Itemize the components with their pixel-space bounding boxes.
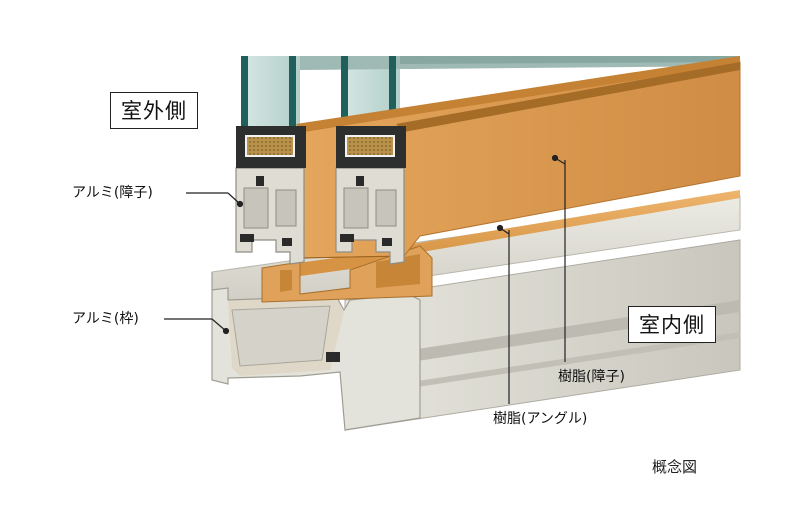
aluminum-frame — [211, 195, 741, 431]
resin-angle-label: 樹脂(アングル) — [493, 411, 588, 427]
leader-lines — [164, 154, 566, 404]
alu-frame-label: アルミ(枠) — [72, 311, 139, 327]
indoor-label: 室内側 — [628, 306, 716, 343]
outdoor-label: 室外側 — [110, 92, 198, 129]
alu-mullion-label: アルミ(障子) — [72, 185, 153, 201]
concept-diagram-note: 概念図 — [652, 458, 698, 476]
resin-mullion-label: 樹脂(障子) — [558, 369, 625, 385]
glazing-spacers — [236, 126, 406, 168]
aluminum-sash-profiles — [235, 167, 405, 265]
